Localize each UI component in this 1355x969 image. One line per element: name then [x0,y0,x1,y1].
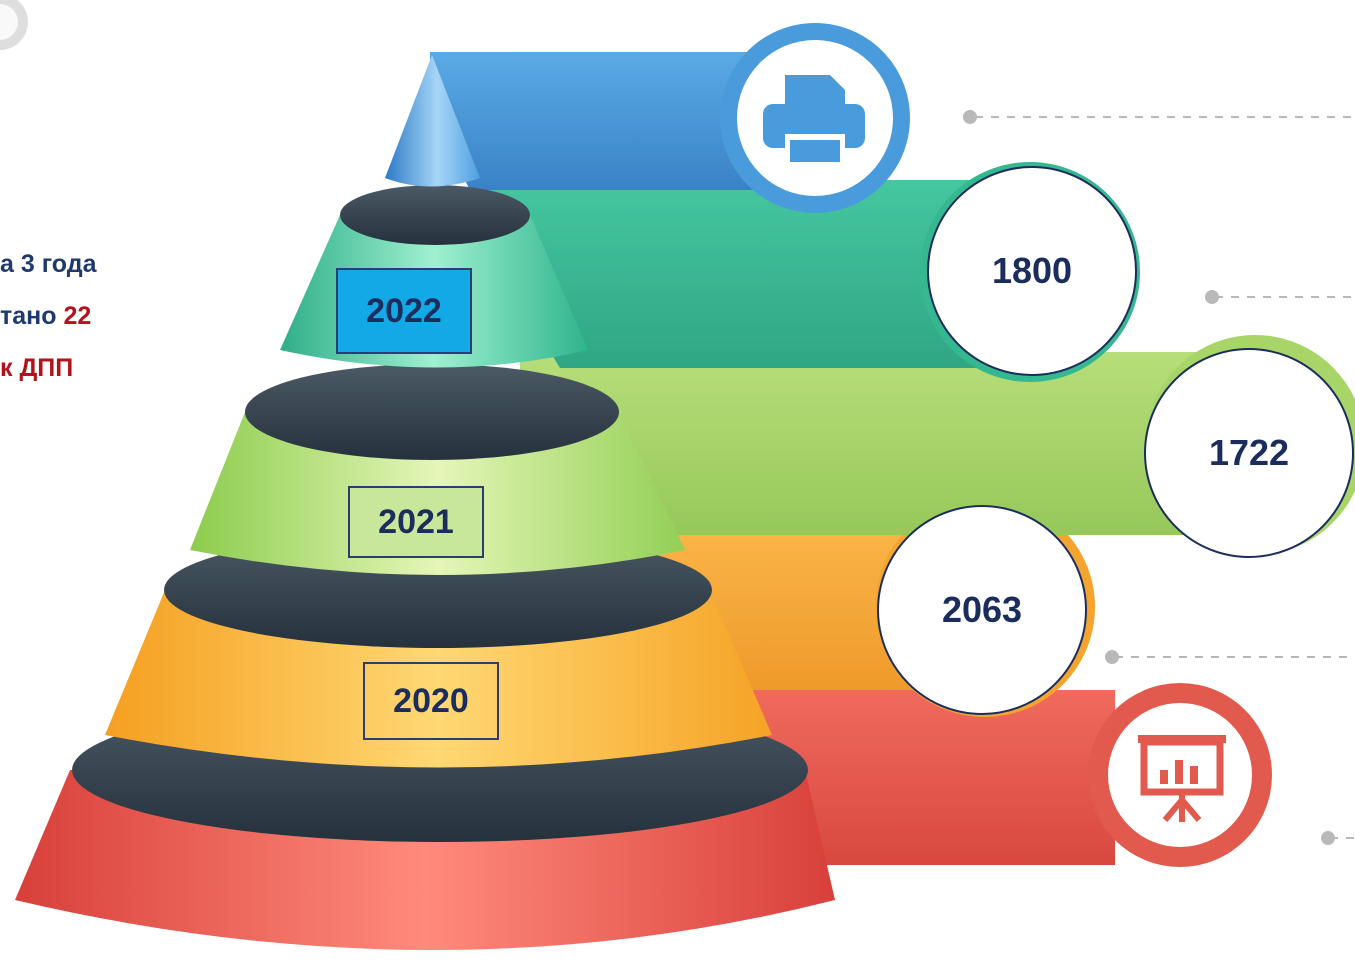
year-label-2021: 2021 [348,486,484,558]
left-edge-mask [0,830,12,969]
year-label-2022: 2022 [336,268,472,354]
dashed-line-dots [963,110,1335,845]
year-label-2020: 2020 [363,662,499,740]
presentation-chart-icon [1138,735,1226,822]
side-caption-line-2-text: тано [0,302,64,330]
ribbon-green [520,352,1255,535]
tier-blue-cone [385,55,480,187]
ribbon-blue [430,52,815,190]
printer-icon [763,75,865,166]
side-caption-line-1: а 3 года [0,250,97,278]
side-caption-accent-number: 22 [63,302,92,330]
value-circle-2063: 2063 [877,505,1087,715]
side-caption-line-3: к ДПП [0,354,74,382]
value-circle-1800: 1800 [927,166,1137,376]
logo-fragment [0,0,28,50]
ribbon-teal [470,180,1030,368]
value-circle-1722: 1722 [1144,348,1354,558]
side-caption-line-2: тано 22 [0,290,170,342]
side-caption: а 3 года тано 22 к ДПП [0,238,170,394]
